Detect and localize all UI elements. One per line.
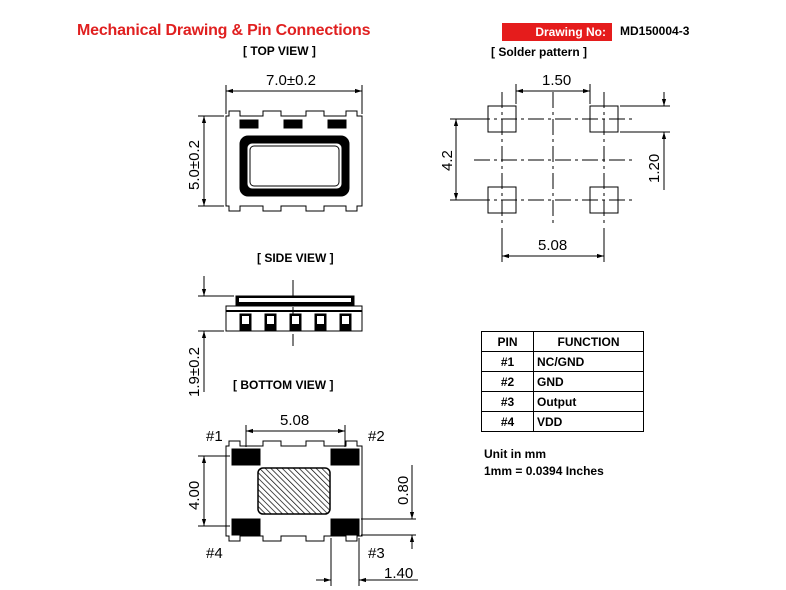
- conversion-line: 1mm = 0.0394 Inches: [484, 464, 604, 478]
- pin-cell: #3: [481, 391, 534, 412]
- table-row: #4 VDD: [481, 411, 644, 432]
- side-view: [198, 276, 363, 392]
- top-view: [198, 85, 363, 212]
- pin-3-label: #3: [368, 545, 385, 562]
- solder-pad-height-label: 1.20: [646, 154, 663, 183]
- bottom-pad-3: [330, 518, 360, 536]
- solder-pattern-label: [ Solder pattern ]: [491, 45, 588, 59]
- solder-pattern: [450, 84, 670, 262]
- pin-4-label: #4: [206, 545, 223, 562]
- pin-function-table: PIN FUNCTION #1 NC/GND #2 GND #3 Output …: [481, 331, 644, 432]
- drawing-number-label: Drawing No:: [502, 23, 612, 41]
- solder-pad: [487, 186, 517, 214]
- pin-cell: #1: [481, 351, 534, 372]
- unit-note: Unit in mm 1mm = 0.0394 Inches: [484, 446, 604, 480]
- top-view-outline: [225, 110, 363, 212]
- table-row: #3 Output: [481, 391, 644, 412]
- top-pad: [283, 119, 303, 129]
- top-view-label: [ TOP VIEW ]: [243, 44, 316, 58]
- pin-column-header: PIN: [481, 331, 534, 352]
- solder-height-label: 4.2: [439, 150, 456, 171]
- unit-line: Unit in mm: [484, 447, 546, 461]
- bottom-pitch-label: 5.08: [280, 412, 309, 429]
- top-lid-window: [249, 145, 340, 187]
- table-row: #2 GND: [481, 371, 644, 392]
- solder-pad: [589, 186, 619, 214]
- pin-cell: #4: [481, 411, 534, 432]
- solder-pitch-label: 5.08: [538, 237, 567, 254]
- bottom-pad-4: [231, 518, 261, 536]
- top-pad: [239, 119, 259, 129]
- bottom-view: [198, 425, 418, 586]
- solder-gap-label: 1.50: [542, 72, 571, 89]
- top-width-label: 7.0±0.2: [266, 72, 316, 89]
- function-column-header: FUNCTION: [533, 331, 644, 352]
- solder-centerlines: [474, 92, 636, 226]
- bottom-pad-width-label: 1.40: [384, 565, 413, 582]
- top-height-label: 5.0±0.2: [186, 140, 203, 190]
- bottom-pad-height-label: 0.80: [395, 476, 412, 505]
- drawing-number: MD150004-3: [620, 24, 690, 38]
- function-cell: Output: [533, 391, 644, 412]
- solder-pad: [589, 105, 619, 133]
- pin-1-label: #1: [206, 428, 223, 445]
- table-row: #1 NC/GND: [481, 351, 644, 372]
- bottom-height-label: 4.00: [186, 481, 203, 510]
- side-body: [225, 305, 363, 332]
- pin-2-label: #2: [368, 428, 385, 445]
- bottom-view-outline: [225, 440, 363, 542]
- side-view-label: [ SIDE VIEW ]: [257, 251, 334, 265]
- side-height-label: 1.9±0.2: [186, 347, 203, 397]
- bottom-pad-1: [231, 448, 261, 466]
- bottom-center-hatch: [257, 467, 331, 515]
- pin-cell: #2: [481, 371, 534, 392]
- top-pad: [327, 119, 347, 129]
- pin-table-header: PIN FUNCTION: [481, 331, 644, 352]
- function-cell: VDD: [533, 411, 644, 432]
- page-title: Mechanical Drawing & Pin Connections: [77, 22, 371, 39]
- solder-pad: [487, 105, 517, 133]
- function-cell: NC/GND: [533, 351, 644, 372]
- bottom-view-label: [ BOTTOM VIEW ]: [233, 378, 334, 392]
- bottom-pad-2: [330, 448, 360, 466]
- function-cell: GND: [533, 371, 644, 392]
